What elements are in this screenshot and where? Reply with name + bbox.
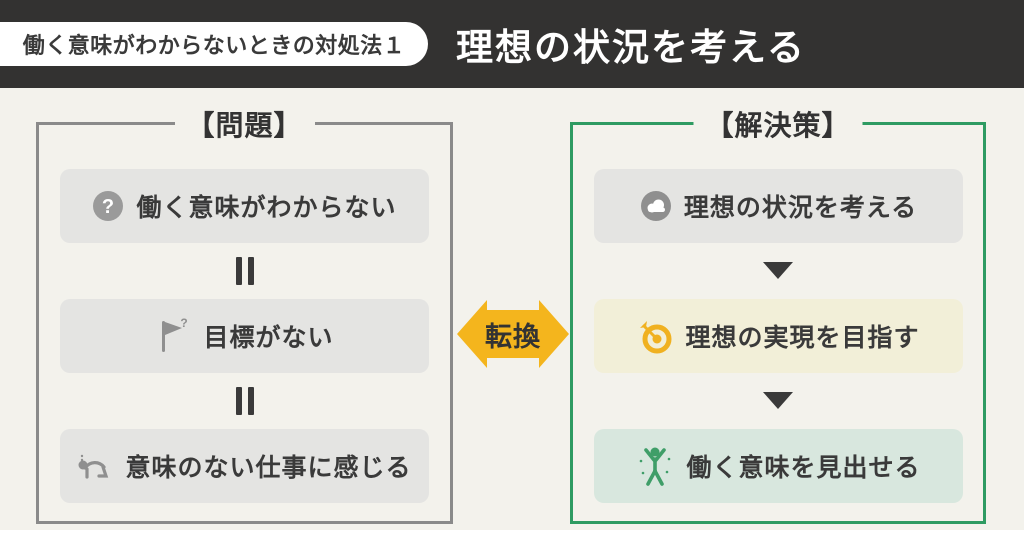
transition-arrow: 転換: [457, 300, 569, 368]
problem-item-label: 意味のない仕事に感じる: [125, 454, 412, 482]
svg-text:?: ?: [181, 317, 188, 330]
header-badge: 働く意味がわからないときの対処法１: [0, 22, 428, 66]
solution-item-label: 理想の状況を考える: [683, 194, 918, 222]
problem-panel-title: 【問題】: [174, 104, 315, 144]
transition-arrow-label: 転換: [485, 321, 541, 352]
solution-panel-title: 【解決策】: [693, 104, 863, 144]
page-title: 理想の状況を考える: [456, 27, 806, 68]
cheering-person-icon: [636, 445, 674, 487]
question-circle-icon: ?: [92, 190, 124, 222]
problem-item-label: 働く意味がわからない: [136, 194, 397, 222]
solution-item-find-meaning: 働く意味を見出せる: [594, 429, 963, 503]
solution-item-label: 理想の実現を目指す: [685, 324, 920, 352]
solution-item-think-ideal: 理想の状況を考える: [594, 169, 963, 243]
problem-panel: 【問題】 ? 働く意味がわからない ? 目標がない: [36, 104, 453, 524]
equals-icon: [235, 257, 254, 285]
problem-item-meaningless-work: 意味のない仕事に感じる: [60, 429, 429, 503]
problem-item-label: 目標がない: [203, 324, 334, 352]
bottom-white-strip: [0, 530, 1024, 538]
header-badge-label: 働く意味がわからないときの対処法１: [22, 33, 406, 58]
flag-question-icon: ?: [155, 317, 191, 355]
equals-icon: [235, 387, 254, 415]
double-arrow-icon: [457, 300, 569, 368]
cloud-icon: [640, 190, 672, 222]
problem-item-no-meaning: ? 働く意味がわからない: [60, 169, 429, 243]
header-bar: 働く意味がわからないときの対処法１ 理想の状況を考える: [0, 0, 1024, 88]
problem-item-no-goal: ? 目標がない: [60, 299, 429, 373]
solution-panel: 【解決策】 理想の状況を考える 理想の実現を目指す: [570, 104, 986, 524]
dart-target-icon: [637, 318, 673, 354]
down-arrow-icon: [763, 262, 793, 279]
solution-item-label: 働く意味を見出せる: [686, 454, 921, 482]
svg-text:?: ?: [102, 196, 114, 218]
down-arrow-icon: [763, 392, 793, 409]
crawling-person-icon: [77, 451, 113, 481]
solution-item-aim-ideal: 理想の実現を目指す: [594, 299, 963, 373]
